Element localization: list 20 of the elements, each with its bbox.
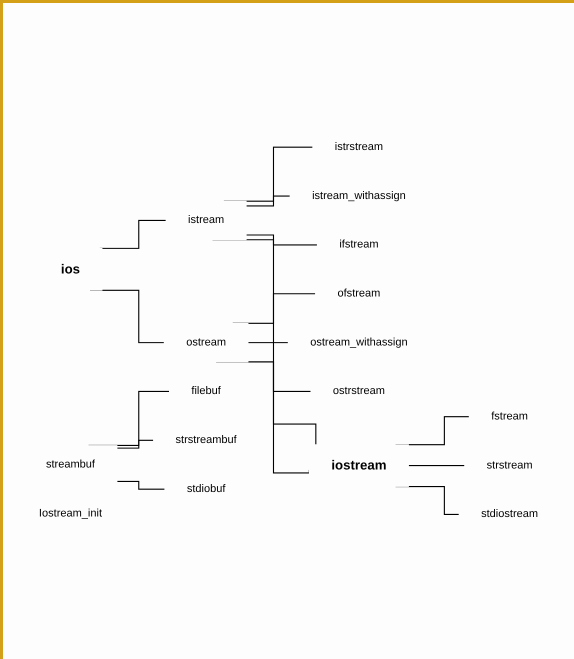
connector <box>246 196 291 207</box>
node-text: strstream <box>486 458 533 472</box>
node-text: ifstream <box>339 238 379 251</box>
connector <box>246 234 318 246</box>
connector <box>100 220 167 250</box>
node-text: ofstream <box>337 287 380 300</box>
node-text: filebuf <box>191 384 221 398</box>
node-text: fstream <box>491 410 528 423</box>
node-text: Iostream_init <box>38 507 102 520</box>
node-text: strstreambuf <box>176 434 237 446</box>
node-text: stdiostream <box>481 508 538 520</box>
connector <box>117 440 154 449</box>
node-text: istream_withassign <box>312 189 406 202</box>
node-text: ostrstream <box>332 384 385 398</box>
node-text: istrstream <box>334 140 384 154</box>
node-text: ostream_withassign <box>310 336 408 348</box>
node-text: stdiobuf <box>186 482 226 496</box>
connector <box>117 481 166 490</box>
connector <box>408 465 466 466</box>
connector <box>248 342 289 344</box>
